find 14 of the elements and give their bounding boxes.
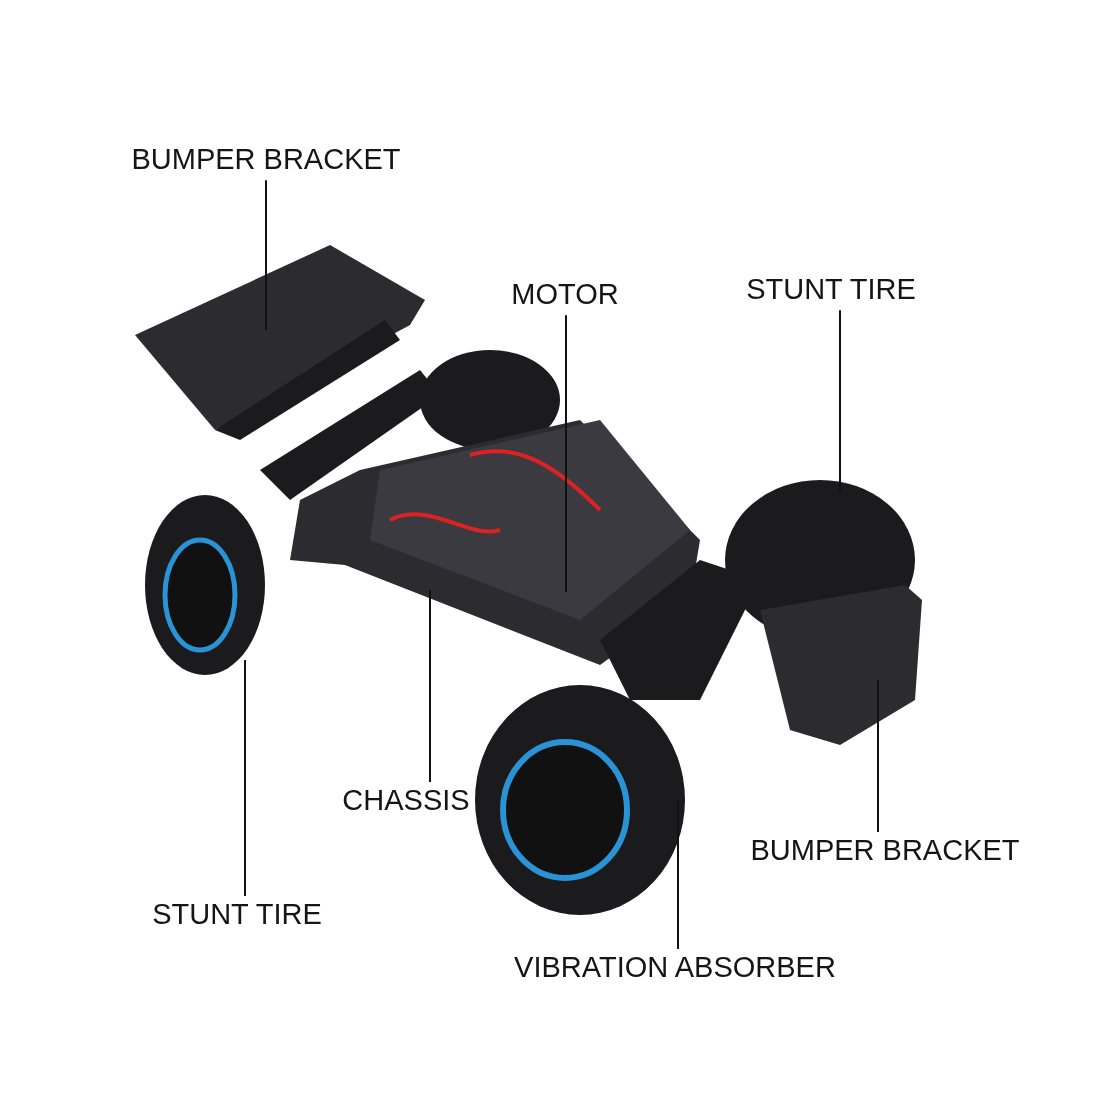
- leader-line: [244, 659, 246, 897]
- leader-line: [839, 309, 841, 493]
- leader-line: [429, 589, 431, 783]
- part-label: STUNT TIRE: [152, 898, 322, 932]
- part-label: BUMPER BRACKET: [750, 834, 1020, 868]
- leader-line: [565, 314, 567, 593]
- part-label: STUNT TIRE: [746, 273, 916, 307]
- part-label: CHASSIS: [342, 784, 470, 818]
- part-label: BUMPER BRACKET: [131, 143, 401, 177]
- leader-line: [265, 179, 267, 331]
- part-label: MOTOR: [511, 278, 619, 312]
- part-label: VIBRATION ABSORBER: [514, 951, 836, 985]
- leader-line: [677, 799, 679, 950]
- leader-line: [877, 679, 879, 833]
